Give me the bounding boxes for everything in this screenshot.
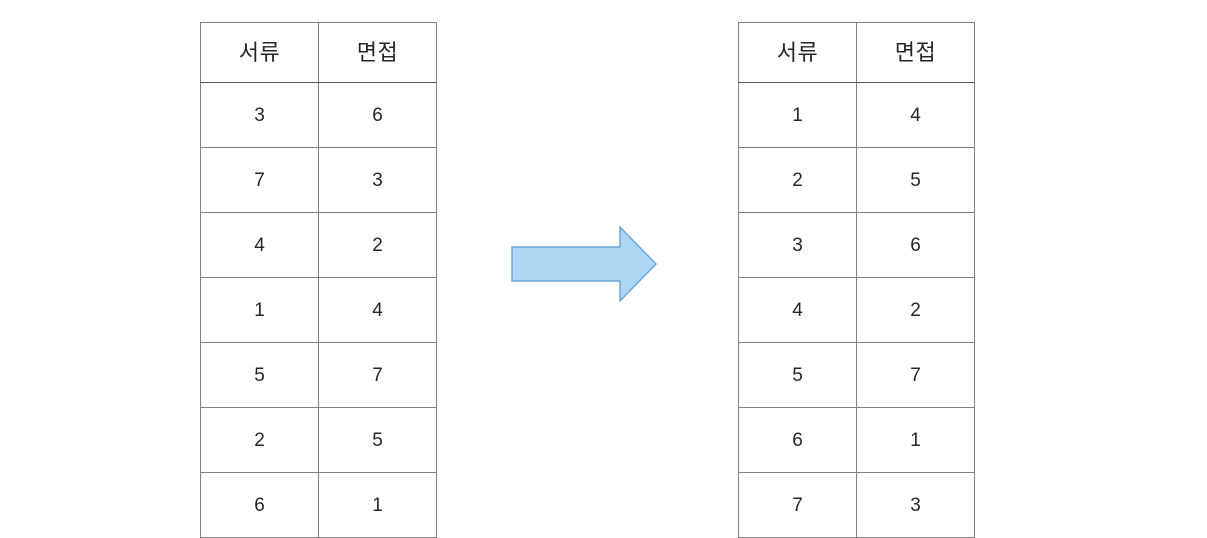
table-row: 1 4 [738, 82, 975, 148]
sorted-table: 서류 면접 1 4 2 5 3 6 4 2 5 7 [738, 22, 975, 538]
cell-seoryu: 4 [200, 212, 319, 278]
right-arrow-icon [511, 226, 657, 302]
cell-myeonjeop: 4 [856, 82, 975, 148]
cell-myeonjeop: 1 [856, 407, 975, 473]
table-header-row: 서류 면접 [738, 22, 975, 83]
column-header-seoryu: 서류 [738, 22, 857, 83]
table-row: 5 7 [738, 342, 975, 408]
table-row: 2 5 [738, 147, 975, 213]
cell-myeonjeop: 6 [318, 82, 437, 148]
cell-seoryu: 1 [738, 82, 857, 148]
table-row: 6 1 [738, 407, 975, 473]
cell-seoryu: 3 [200, 82, 319, 148]
cell-myeonjeop: 3 [318, 147, 437, 213]
column-header-myeonjeop: 면접 [856, 22, 975, 83]
cell-seoryu: 4 [738, 277, 857, 343]
cell-myeonjeop: 7 [856, 342, 975, 408]
unsorted-table: 서류 면접 3 6 7 3 4 2 1 4 5 7 [200, 22, 437, 538]
cell-myeonjeop: 5 [856, 147, 975, 213]
table-row: 7 3 [738, 472, 975, 538]
column-header-seoryu: 서류 [200, 22, 319, 83]
table-row: 4 2 [200, 212, 437, 278]
cell-myeonjeop: 5 [318, 407, 437, 473]
cell-seoryu: 2 [738, 147, 857, 213]
column-header-myeonjeop: 면접 [318, 22, 437, 83]
cell-seoryu: 5 [200, 342, 319, 408]
table-header-row: 서류 면접 [200, 22, 437, 83]
cell-seoryu: 7 [200, 147, 319, 213]
table-row: 3 6 [738, 212, 975, 278]
cell-myeonjeop: 1 [318, 472, 437, 538]
cell-seoryu: 1 [200, 277, 319, 343]
cell-myeonjeop: 2 [856, 277, 975, 343]
cell-myeonjeop: 7 [318, 342, 437, 408]
table-row: 5 7 [200, 342, 437, 408]
cell-seoryu: 3 [738, 212, 857, 278]
cell-seoryu: 6 [200, 472, 319, 538]
table-row: 2 5 [200, 407, 437, 473]
cell-seoryu: 6 [738, 407, 857, 473]
cell-myeonjeop: 4 [318, 277, 437, 343]
cell-myeonjeop: 3 [856, 472, 975, 538]
table-row: 3 6 [200, 82, 437, 148]
table-row: 1 4 [200, 277, 437, 343]
cell-seoryu: 2 [200, 407, 319, 473]
diagram-canvas: 서류 면접 3 6 7 3 4 2 1 4 5 7 [200, 22, 975, 538]
cell-seoryu: 7 [738, 472, 857, 538]
cell-seoryu: 5 [738, 342, 857, 408]
table-row: 7 3 [200, 147, 437, 213]
cell-myeonjeop: 6 [856, 212, 975, 278]
cell-myeonjeop: 2 [318, 212, 437, 278]
table-row: 6 1 [200, 472, 437, 538]
table-row: 4 2 [738, 277, 975, 343]
